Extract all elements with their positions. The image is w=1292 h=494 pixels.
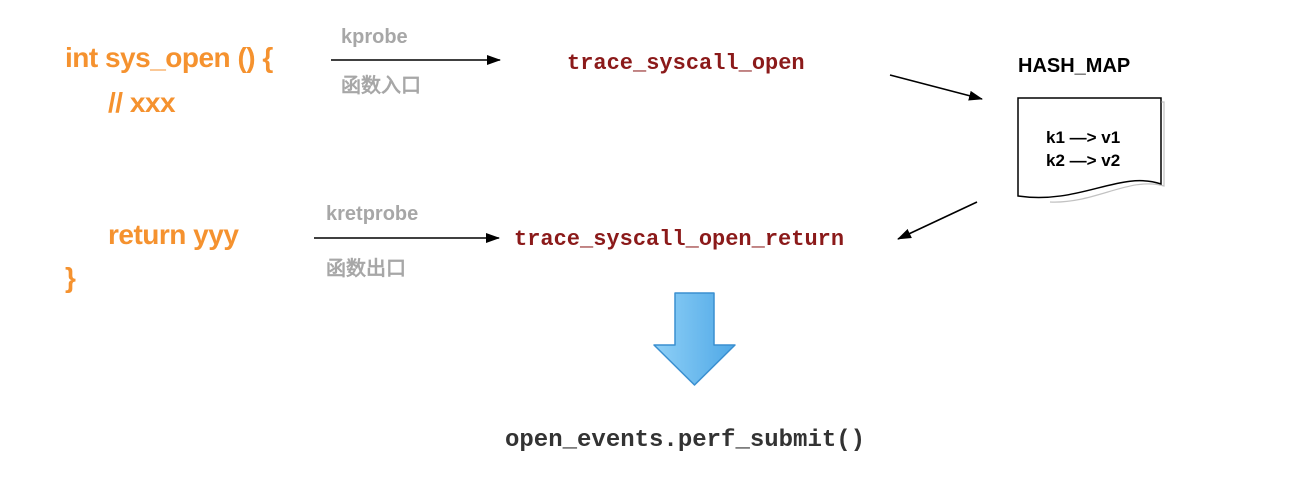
kretprobe-label: kretprobe (326, 203, 419, 225)
perf-submit-call: open_events.perf_submit() (505, 427, 866, 454)
load-from-map-arrow (897, 201, 978, 240)
code-return: return yyy (108, 219, 239, 250)
code-close-brace: } (65, 262, 76, 293)
hash-map-title: HASH_MAP (1018, 55, 1131, 77)
hash-map-entry-1: k1 —> v1 (1046, 128, 1121, 147)
hash-map-document (1017, 97, 1162, 199)
function-entry-label: 函数入口 (341, 75, 421, 97)
hash-map-entry-2: k2 —> v2 (1046, 151, 1121, 170)
down-arrow-icon (653, 292, 736, 386)
code-signature: int sys_open () { (65, 42, 273, 73)
kprobe-label: kprobe (341, 26, 408, 48)
entry-handler-name: trace_syscall_open (567, 51, 805, 76)
hash-map-shadow (1049, 101, 1165, 203)
exit-handler-name: trace_syscall_open_return (514, 227, 845, 252)
store-to-map-arrow (889, 74, 983, 101)
function-exit-label: 函数出口 (326, 258, 406, 280)
code-comment: // xxx (108, 87, 176, 118)
